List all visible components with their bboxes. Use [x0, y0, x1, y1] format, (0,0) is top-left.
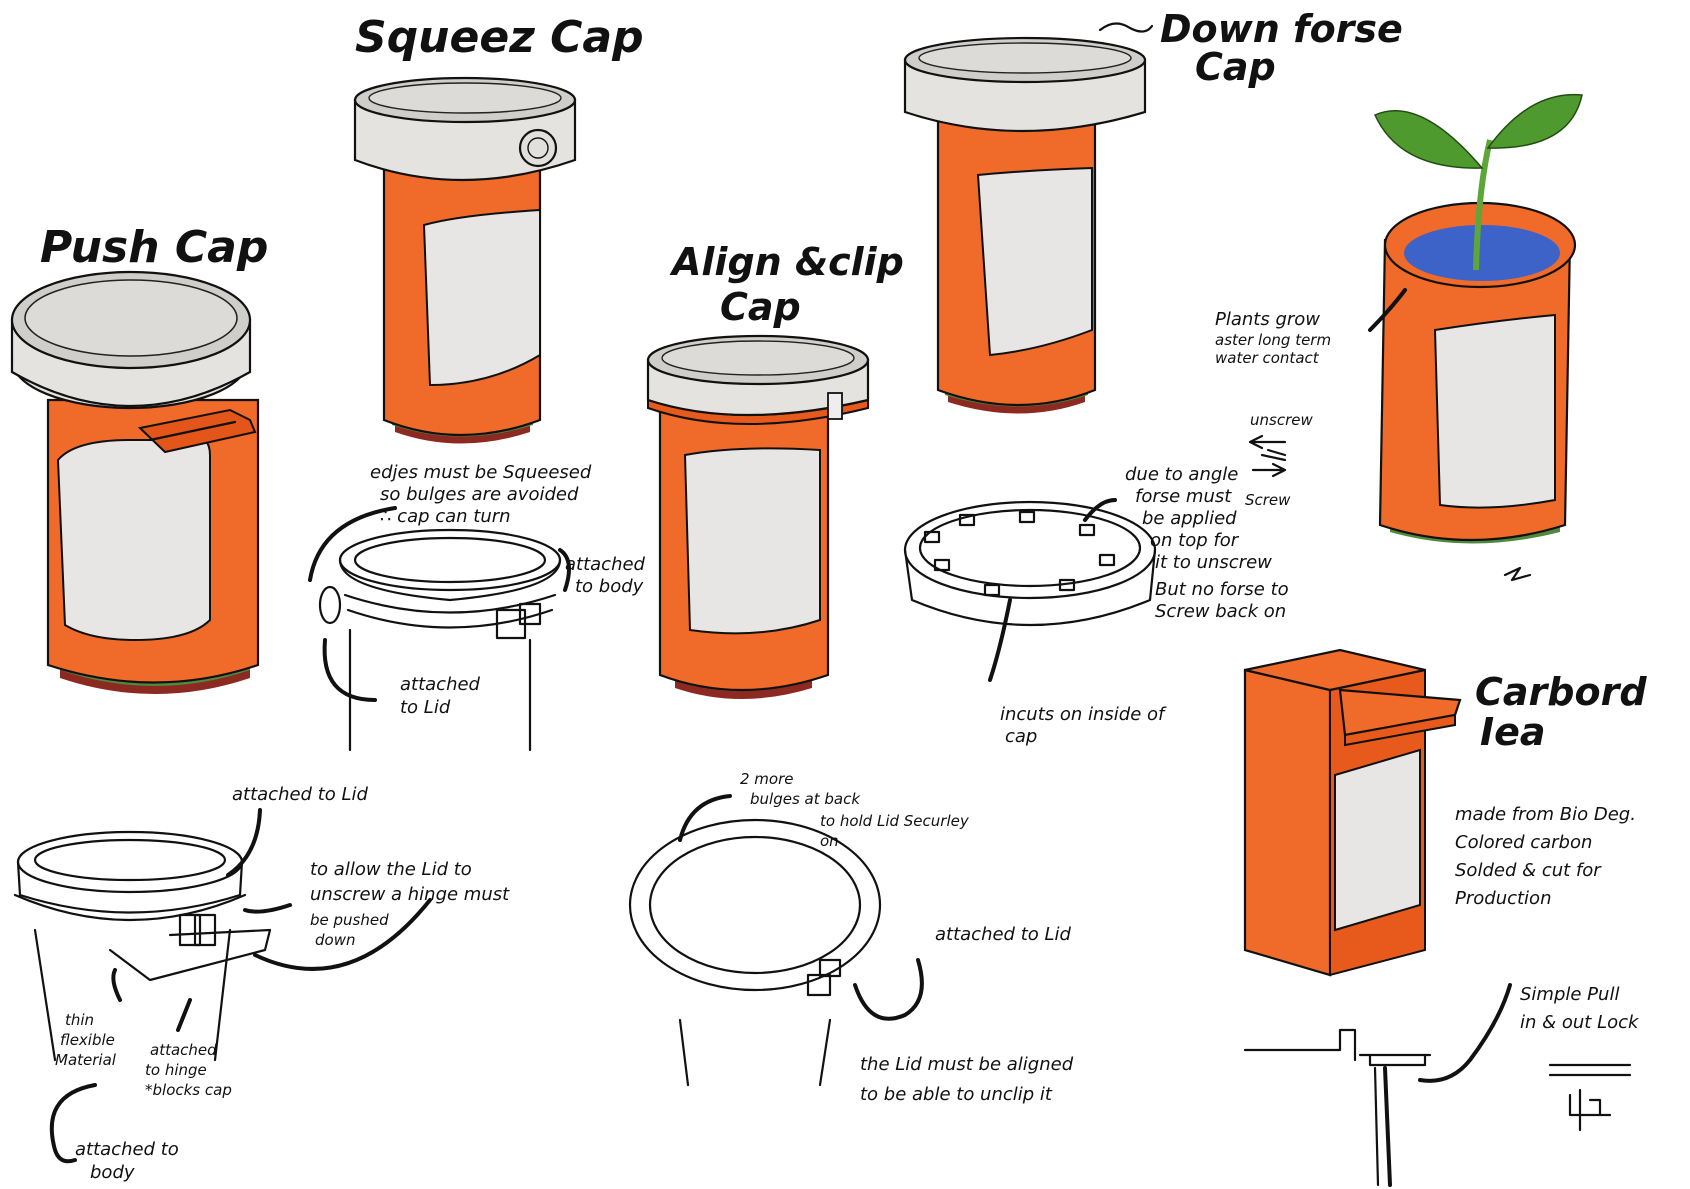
no-forse-note-2: Screw back on	[1155, 601, 1286, 622]
down-forse-title-2: Cap	[1195, 45, 1276, 89]
squeez-edges-note-1: edjes must be Squeesed	[370, 462, 592, 483]
allow-lid-note-4: down	[315, 931, 355, 949]
plant-pot-bottle	[1368, 93, 1583, 582]
lid-aligned-note-2: to be able to unclip it	[860, 1084, 1053, 1105]
simple-pull-note-2: in & out Lock	[1520, 1012, 1640, 1033]
made-from-note-4: Production	[1455, 888, 1551, 909]
screw-label: Screw	[1245, 491, 1291, 509]
squeez-edges-note-3: ∴ cap can turn	[380, 506, 511, 527]
squeez-edges-note-2: so bulges are avoided	[380, 484, 579, 505]
due-to-angle-note-4: on top for	[1150, 530, 1240, 551]
attached-body-b-note-2: body	[90, 1162, 135, 1183]
pull-lock-sketch	[1243, 983, 1632, 1187]
push-cap-title: Push Cap	[40, 222, 268, 273]
down-forse-title-1: Down forse	[1160, 7, 1403, 51]
due-to-angle-note-2: forse must	[1135, 486, 1232, 507]
unscrew-label: unscrew	[1250, 411, 1313, 429]
thin-flexible-note-3: Material	[55, 1051, 117, 1069]
two-more-bulges-note-2: bulges at back	[750, 790, 861, 808]
carbord-box	[1243, 648, 1462, 977]
squeez-cap-bottle	[353, 76, 577, 444]
align-clip-title-2: Cap	[720, 285, 801, 329]
plants-note-3: water contact	[1215, 349, 1320, 367]
two-more-bulges-note-1: 2 more	[740, 770, 794, 788]
attached-body-note-1: attached	[565, 554, 646, 575]
tilde-mark	[1098, 22, 1154, 33]
incuts-note-1: incuts on inside of	[1000, 704, 1167, 725]
align-clip-ring-sketch	[628, 794, 924, 1087]
two-more-bulges-note-3: to hold Lid Securley	[820, 812, 970, 830]
attached-hinge-note-3: *blocks cap	[145, 1081, 232, 1099]
allow-lid-note-1: to allow the Lid to	[310, 859, 472, 880]
attached-body-note-2: to body	[575, 576, 644, 597]
thin-flexible-note-2: flexible	[60, 1031, 115, 1049]
down-forse-cap-sketch	[903, 434, 1287, 682]
allow-lid-note-2: unscrew a hinge must	[310, 884, 510, 905]
attached-hinge-note-2: to hinge	[145, 1061, 207, 1079]
carbord-title-1: Carbord	[1475, 670, 1647, 714]
squeez-cap-sketch	[308, 506, 571, 752]
due-to-angle-note-5: it to unscrew	[1155, 552, 1272, 573]
attached-lid-b-note: attached to Lid	[232, 784, 369, 805]
due-to-angle-note-3: be applied	[1142, 508, 1237, 529]
simple-pull-note-1: Simple Pull	[1520, 984, 1619, 1005]
attached-hinge-note-1: attached	[150, 1041, 217, 1059]
carbord-title-2: Iea	[1480, 710, 1546, 754]
plants-note-1: Plants grow	[1215, 309, 1320, 330]
allow-lid-note-3: be pushed	[310, 911, 389, 929]
push-cap-bottle	[10, 270, 260, 694]
due-to-angle-note-1: due to angle	[1125, 464, 1238, 485]
incuts-note-2: cap	[1005, 726, 1037, 747]
attached-lid-c-note: attached to Lid	[935, 924, 1072, 945]
thin-flexible-note-1: thin	[65, 1011, 94, 1029]
lid-aligned-note-1: the Lid must be aligned	[860, 1054, 1074, 1075]
two-more-bulges-note-4: on	[820, 832, 839, 850]
attached-body-b-note-1: attached to	[75, 1139, 179, 1160]
made-from-note-3: Solded & cut for	[1455, 860, 1602, 881]
made-from-note-1: made from Bio Deg.	[1455, 804, 1636, 825]
made-from-note-2: Colored carbon	[1455, 832, 1592, 853]
down-forse-bottle	[903, 36, 1147, 414]
attached-lid-note-2: to Lid	[400, 697, 451, 718]
push-cap-hinge-sketch	[13, 808, 432, 1164]
no-forse-note-1: But no forse to	[1155, 579, 1289, 600]
squeez-cap-title: Squeez Cap	[355, 12, 644, 63]
attached-lid-note-1: attached	[400, 674, 481, 695]
align-clip-title-1: Align &clip	[669, 240, 904, 284]
plants-note-2: aster long term	[1215, 331, 1331, 349]
align-clip-bottle	[646, 334, 870, 699]
